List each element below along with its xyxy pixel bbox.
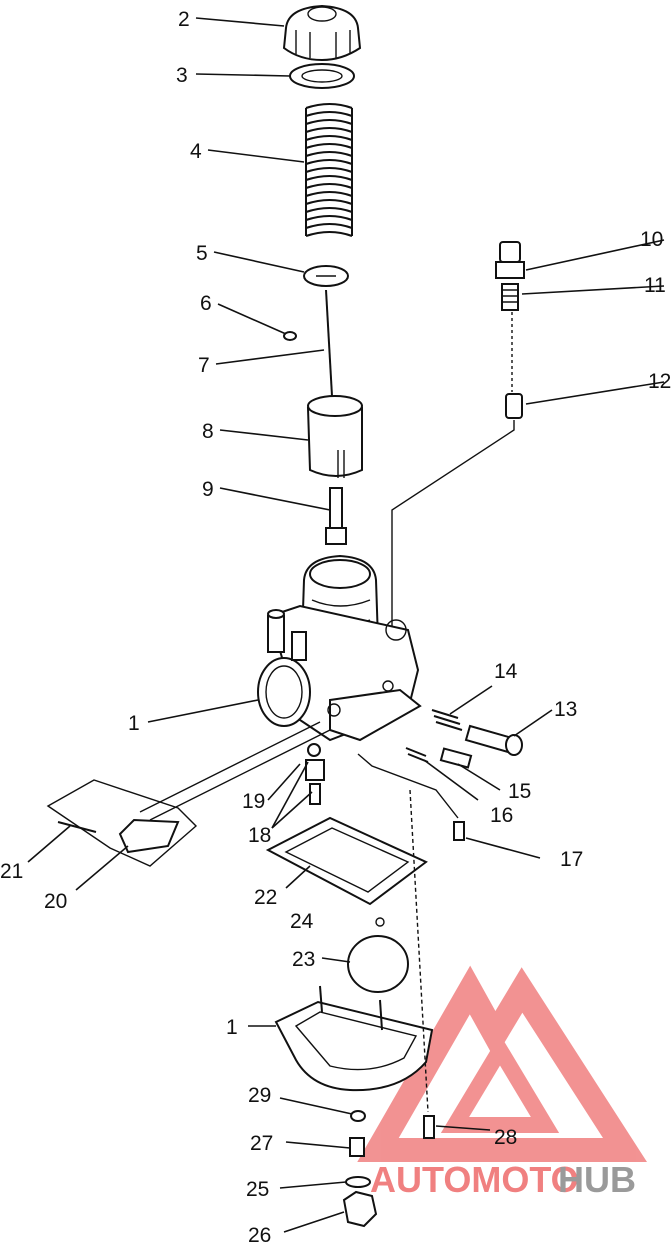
callout-3: 3 bbox=[176, 64, 188, 87]
callout-15: 15 bbox=[508, 780, 531, 803]
part-idle-screw bbox=[439, 747, 473, 769]
callout-26: 26 bbox=[248, 1224, 271, 1243]
callout-1-top: 1 bbox=[128, 712, 140, 735]
part-cap bbox=[282, 4, 362, 62]
callout-5: 5 bbox=[196, 242, 208, 265]
callout-28: 28 bbox=[494, 1126, 517, 1149]
part-bowl-screw bbox=[423, 1115, 435, 1139]
callout-21: 21 bbox=[0, 860, 23, 883]
callout-10: 10 bbox=[640, 228, 663, 251]
part-washer bbox=[289, 63, 355, 89]
part-air-screw-spring bbox=[431, 709, 463, 731]
watermark-brand-part1: AUTOMOTO bbox=[370, 1159, 579, 1200]
callout-4: 4 bbox=[190, 140, 202, 163]
part-carburetor-body bbox=[257, 554, 422, 742]
callout-13: 13 bbox=[554, 698, 577, 721]
part-overflow-tube bbox=[46, 779, 198, 867]
part-needle-jet bbox=[325, 487, 347, 545]
part-float-bowl bbox=[274, 985, 434, 1092]
part-drain-plug bbox=[349, 1137, 365, 1157]
part-needle-clip bbox=[283, 331, 297, 341]
watermark-logo bbox=[357, 965, 647, 1162]
part-pilot-jet-holder bbox=[505, 393, 523, 419]
part-drain-screw bbox=[453, 821, 465, 841]
callout-7: 7 bbox=[198, 354, 210, 377]
callout-20: 20 bbox=[44, 890, 67, 913]
part-drain-nut bbox=[342, 1190, 378, 1228]
part-o-ring bbox=[307, 743, 321, 757]
callout-22: 22 bbox=[254, 886, 277, 909]
callout-8: 8 bbox=[202, 420, 214, 443]
part-air-screw bbox=[464, 724, 523, 756]
callout-19: 19 bbox=[242, 790, 265, 813]
part-spring bbox=[305, 103, 353, 237]
callout-25: 25 bbox=[246, 1178, 269, 1201]
callout-labels: 2 3 4 5 6 7 8 9 10 11 12 1 14 13 15 16 1… bbox=[0, 8, 671, 1243]
callout-12: 12 bbox=[648, 370, 671, 393]
part-adjuster-screw bbox=[495, 241, 525, 279]
callout-18: 18 bbox=[248, 824, 271, 847]
part-main-jet bbox=[305, 759, 325, 781]
callout-1-bottom: 1 bbox=[226, 1016, 238, 1039]
part-float-bowl-gasket bbox=[265, 816, 428, 906]
callout-6: 6 bbox=[200, 292, 212, 315]
callout-17: 17 bbox=[560, 848, 583, 871]
callout-11: 11 bbox=[644, 274, 666, 297]
callout-27: 27 bbox=[250, 1132, 273, 1155]
callout-16: 16 bbox=[490, 804, 513, 827]
watermark-brand-part2: HUB bbox=[558, 1159, 636, 1200]
callout-9: 9 bbox=[202, 478, 214, 501]
callout-23: 23 bbox=[292, 948, 315, 971]
watermark-text: AUTOMOTO HUB bbox=[370, 1159, 636, 1200]
part-float bbox=[347, 935, 409, 993]
part-clip-plate bbox=[303, 265, 349, 287]
callout-24: 24 bbox=[290, 910, 314, 933]
part-pilot-spring bbox=[501, 283, 519, 311]
part-washer-small bbox=[350, 1110, 366, 1122]
callout-2: 2 bbox=[178, 8, 190, 31]
leader-lines bbox=[27, 17, 665, 1233]
part-gasket-ring bbox=[345, 1176, 371, 1188]
callout-14: 14 bbox=[494, 660, 518, 683]
part-jet-needle bbox=[325, 289, 333, 397]
part-throttle-valve bbox=[306, 395, 363, 478]
callout-29: 29 bbox=[248, 1084, 271, 1107]
